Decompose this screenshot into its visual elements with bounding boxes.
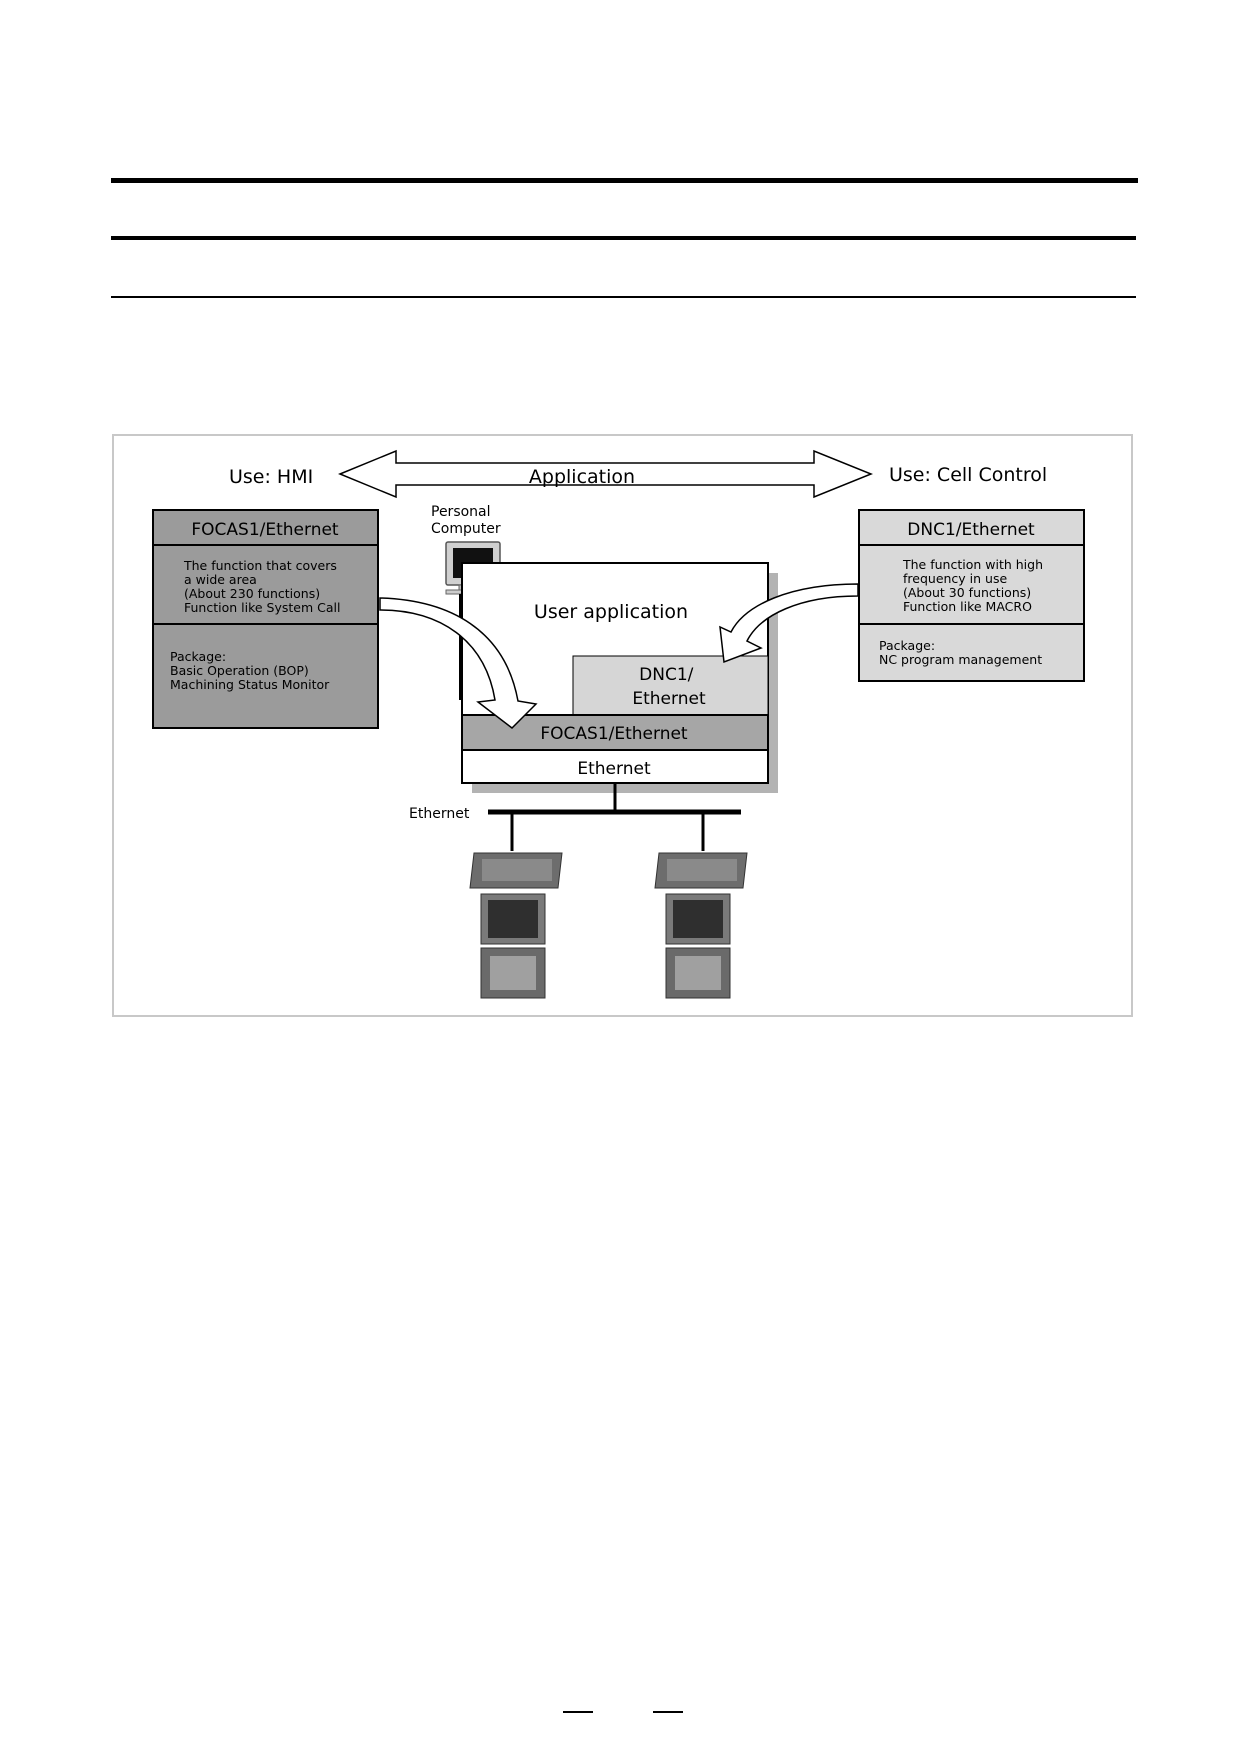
dnc-box-title: DNC1/Ethernet bbox=[907, 520, 1035, 540]
stack-focas-label: FOCAS1/Ethernet bbox=[540, 724, 688, 744]
personal-computer-label: Personal Computer bbox=[431, 504, 501, 537]
focas-box-package: Package: Basic Operation (BOP) Machining… bbox=[170, 649, 330, 692]
use-hmi-label: Use: HMI bbox=[229, 466, 313, 488]
dnc-info-box: DNC1/Ethernet The function with high fre… bbox=[858, 509, 1085, 682]
dnc-curved-arrow bbox=[719, 583, 859, 664]
cnc-unit-icon bbox=[654, 852, 748, 999]
middle-rule bbox=[111, 236, 1136, 240]
section-rule bbox=[111, 296, 1136, 298]
cnc-unit-icon bbox=[469, 852, 563, 999]
focas-curved-arrow bbox=[379, 597, 538, 729]
dnc-box-description: The function with high frequency in use … bbox=[902, 557, 1047, 614]
application-label: Application bbox=[529, 466, 635, 488]
ethernet-network-label: Ethernet bbox=[409, 806, 470, 822]
focas-box-description: The function that covers a wide area (Ab… bbox=[183, 558, 341, 615]
dnc-box-package: Package: NC program management bbox=[879, 638, 1042, 667]
top-rule bbox=[111, 178, 1138, 183]
focas-info-box: FOCAS1/Ethernet The function that covers… bbox=[152, 509, 379, 729]
use-cell-control-label: Use: Cell Control bbox=[889, 464, 1047, 486]
stack-dnc-label: DNC1/ Ethernet bbox=[632, 665, 706, 709]
stack-ethernet-label: Ethernet bbox=[577, 759, 651, 779]
application-double-arrow bbox=[338, 449, 874, 499]
user-application-label: User application bbox=[534, 601, 688, 623]
footer-dash-right bbox=[653, 1711, 683, 1713]
footer-dash-left bbox=[563, 1711, 593, 1713]
focas-box-title: FOCAS1/Ethernet bbox=[191, 520, 339, 540]
